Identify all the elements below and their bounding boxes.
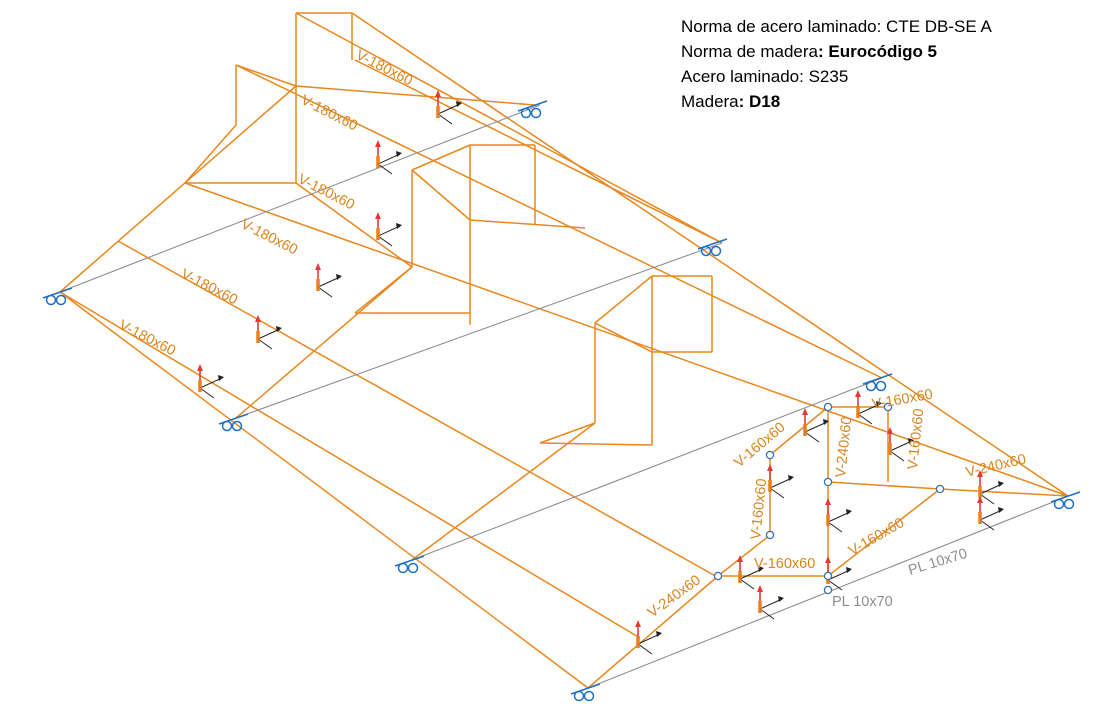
beam-label-160-lower-diag: V-160x60 <box>846 515 907 559</box>
beam-label-160-bottom: V-160x60 <box>754 556 815 572</box>
rafter-label-6: V-180x60 <box>116 317 178 359</box>
wood-member-36 <box>594 322 653 353</box>
wood-member-33 <box>539 422 596 444</box>
wood-member-39 <box>411 422 596 561</box>
local-axes-load-icon <box>855 390 882 425</box>
wood-member-24 <box>411 169 471 221</box>
wood-member-6 <box>59 291 589 689</box>
steel-member-2 <box>235 242 723 419</box>
wood-norm-label: Norma de madera <box>681 42 819 61</box>
local-axes-load-icon <box>635 620 662 655</box>
wood-member-25 <box>469 219 586 229</box>
wood-member-20 <box>411 144 471 171</box>
wood-member-2 <box>235 64 883 379</box>
local-axes-load-icon <box>315 263 342 298</box>
rafter-label-1: V-180x60 <box>353 47 415 89</box>
wood-material-text: Madera: D18 <box>681 89 992 114</box>
roller-support-icon <box>1050 491 1081 510</box>
node-icon <box>823 585 833 595</box>
wood-member-47 <box>827 481 941 490</box>
wood-member-5 <box>59 291 641 639</box>
local-axes-load-icon <box>737 555 764 590</box>
steel-material-text: Acero laminado: S235 <box>681 67 849 86</box>
node-icon <box>883 402 893 412</box>
supports <box>42 100 1081 702</box>
wood-norm-text: Norma de madera: Eurocódigo 5 <box>681 39 992 64</box>
roller-support-icon <box>862 373 893 392</box>
wood-member-1 <box>295 12 723 244</box>
rafter-label-4: V-180x60 <box>238 216 300 258</box>
plate-label-2: PL 10x70 <box>832 594 893 610</box>
wood-member-44 <box>717 534 771 577</box>
wood-member-15 <box>184 124 237 184</box>
beam-label-160-right-vertical: V-160x60 <box>905 408 927 471</box>
roller-support-icon <box>570 683 601 702</box>
wood-member-4 <box>117 240 720 579</box>
wood-member-48 <box>827 488 941 577</box>
local-axes-load-icon <box>375 140 402 175</box>
local-axes-load-icon <box>435 90 462 125</box>
material-info-panel: Norma de acero laminado: CTE DB-SE A Nor… <box>681 14 992 114</box>
wood-member-49 <box>587 575 719 689</box>
wood-member-50 <box>939 488 1069 497</box>
local-axes-load-icon <box>977 470 1004 505</box>
wood-member-34 <box>539 442 653 446</box>
node-icon <box>935 484 945 494</box>
node-icon <box>713 571 723 581</box>
wood-member-7 <box>351 12 1069 497</box>
local-axes-load-icon <box>255 315 282 350</box>
wood-member-12 <box>235 64 297 87</box>
plate-label-1: PL 10x70 <box>906 546 969 579</box>
node-icon <box>765 530 775 540</box>
wood-material-label: Madera <box>681 92 739 111</box>
member-labels: V-180x60 V-180x60 V-180x60 V-180x60 V-18… <box>116 47 1027 621</box>
roller-support-icon <box>517 100 548 119</box>
roller-support-icon <box>42 287 73 306</box>
steel-member-3 <box>411 377 883 561</box>
roller-support-icon <box>218 413 249 432</box>
node-icon <box>823 571 833 581</box>
wood-members <box>59 12 1069 689</box>
local-axes-load-icon <box>825 498 852 533</box>
local-axes-load-icon <box>977 496 1004 531</box>
wood-member-37 <box>59 85 297 293</box>
wood-material-value: : D18 <box>738 92 781 111</box>
nodes <box>713 402 945 595</box>
wood-member-38 <box>235 266 413 419</box>
wood-norm-value: : Eurocódigo 5 <box>818 42 938 61</box>
local-axes-markers <box>197 90 1004 655</box>
wood-member-42 <box>769 406 829 456</box>
rafter-label-2: V-180x60 <box>298 92 360 134</box>
node-icon <box>823 477 833 487</box>
local-axes-load-icon <box>767 464 794 499</box>
local-axes-load-icon <box>887 427 914 462</box>
beam-label-160-left-vertical: V-160x60 <box>748 478 770 541</box>
local-axes-load-icon <box>802 408 829 443</box>
wood-member-17 <box>295 182 413 268</box>
local-axes-load-icon <box>197 364 224 399</box>
roller-support-icon <box>394 555 425 574</box>
beam-label-160-left-upper: V-160x60 <box>731 419 788 471</box>
steel-member-1 <box>59 104 541 293</box>
local-axes-load-icon <box>757 585 784 620</box>
node-icon <box>765 450 775 460</box>
beam-label-240-right: V-240x60 <box>964 452 1027 481</box>
beam-label-240-vertical: V-240x60 <box>833 416 855 479</box>
roller-support-icon <box>697 238 728 257</box>
local-axes-load-icon <box>375 212 402 247</box>
steel-norm-text: Norma de acero laminado: CTE DB-SE A <box>681 17 992 36</box>
wood-member-8 <box>354 59 723 244</box>
wood-member-16 <box>295 85 536 106</box>
node-icon <box>823 402 833 412</box>
rafter-label-5: V-180x60 <box>178 266 240 308</box>
wood-member-28 <box>594 275 653 324</box>
rafter-label-3: V-180x60 <box>295 171 357 213</box>
